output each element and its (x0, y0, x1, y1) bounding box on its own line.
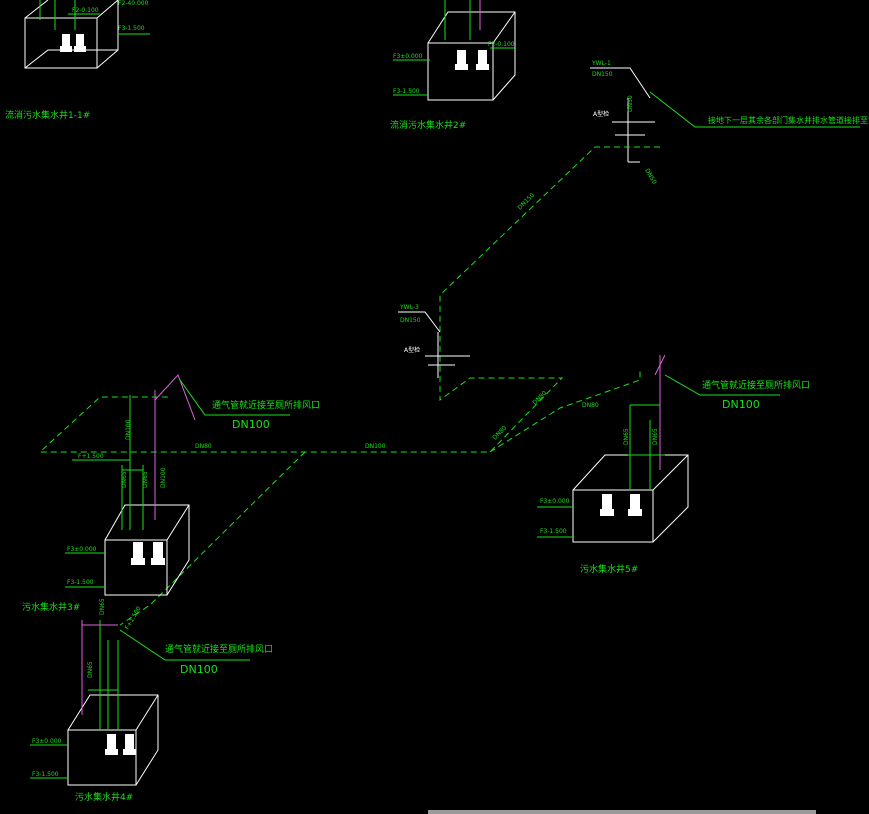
pit-4-name: 污水集水井4# (75, 791, 133, 803)
dn65-e: DN65 (623, 428, 630, 445)
pit-3-name: 污水集水井3# (22, 601, 80, 613)
dn50-a: DN50 (627, 95, 634, 112)
pit-4-bot-elev: F3-1.500 (32, 771, 59, 778)
main-dn80-a: DN80 (195, 443, 212, 450)
main-dn80-c: DN80 (531, 389, 548, 406)
pit-2-top-elev: F3±0.000 (393, 53, 423, 60)
pit-1-1-bot-elev: F3-1.500 (118, 25, 145, 32)
ywl-3-dn: DN150 (400, 317, 421, 324)
pit-3: F+1.500 F3±0.000 F3-1.500 DN100 DN100 DN… (22, 374, 320, 613)
dn100-v2: DN100 (160, 467, 167, 488)
ywl-1-dn: DN150 (592, 71, 613, 78)
horizontal-scrollbar[interactable] (428, 810, 816, 814)
dn100-v1: DN100 (125, 419, 132, 440)
main-dn100: DN100 (365, 443, 386, 450)
dn65-a: DN65 (121, 471, 128, 488)
pit-2: F3±0.000 F3-1.500 F2-0.100 流消污水集水井2# (390, 0, 516, 131)
pit-5: F3±0.000 F3-1.500 DN65 DN65 通气管就近接至厕所排风口… (537, 354, 810, 575)
ab-1-label: A型检 (593, 110, 609, 118)
vent-note-2: 通气管就近接至厕所排风口 (702, 379, 810, 391)
pit-4-top-elev: F3±0.000 (32, 738, 62, 745)
pit-3-bot-elev: F3-1.500 (67, 579, 94, 586)
pit-1-1-pipe-elev: F2-40.000 (118, 0, 149, 7)
dn50-b: DN50 (643, 168, 658, 186)
pit-4: F3±0.000 F3-1.500 DN65 DN65 F+1.500 通气管就… (30, 598, 273, 803)
vent-dn100-1: DN100 (232, 418, 270, 431)
riser-ywl-3: YWL-3 DN150 A型检 (398, 304, 470, 378)
ywl-1-label: YWL-1 (591, 60, 611, 67)
vent-dn100-2: DN100 (722, 398, 760, 411)
dn65-d: DN65 (87, 661, 94, 678)
pit-2-name: 流消污水集水井2# (390, 119, 466, 131)
ywl-3-label: YWL-3 (399, 304, 419, 311)
pit-5-name: 污水集水井5# (580, 563, 638, 575)
connect-note: 接地下一层其余各部门集水井排水管道接排至污水排放井 (708, 115, 869, 125)
riser-ywl-1: YWL-1 DN150 A型检 DN50 DN50 接地下一层其余各部门集水井排… (590, 60, 869, 186)
pit-5-top-elev: F3±0.000 (540, 498, 570, 505)
pit-3-pipe-elev: F+1.500 (78, 453, 104, 460)
main-dn150-a: DN150 (516, 192, 536, 212)
dn65-b: DN65 (142, 471, 149, 488)
vent-note-3: 通气管就近接至厕所排风口 (165, 643, 273, 655)
pit-2-bot-elev: F3-1.500 (393, 88, 420, 95)
ab-2-label: A型检 (404, 346, 420, 354)
vent-note-1: 通气管就近接至厕所排风口 (212, 399, 320, 411)
pit-1-1-f-elev: F2-0.100 (72, 7, 99, 14)
pit-2-f-elev: F2-0.100 (488, 41, 515, 48)
pit-1-1: F2-0.100 F3-1.500 F2-40.000 流消污水集水井1-1# (5, 0, 150, 121)
pit-3-top-elev: F3±0.000 (67, 546, 97, 553)
dn65-f: DN65 (652, 428, 659, 445)
main-dn80-b: DN80 (491, 424, 508, 441)
dn65-c: DN65 (99, 598, 106, 615)
f-elev-small: F+1.500 (124, 605, 143, 631)
pit-1-1-name: 流消污水集水井1-1# (5, 109, 90, 121)
vent-dn100-3: DN100 (180, 663, 218, 676)
pit-5-bot-elev: F3-1.500 (540, 528, 567, 535)
main-dn80-d: DN80 (582, 402, 599, 409)
